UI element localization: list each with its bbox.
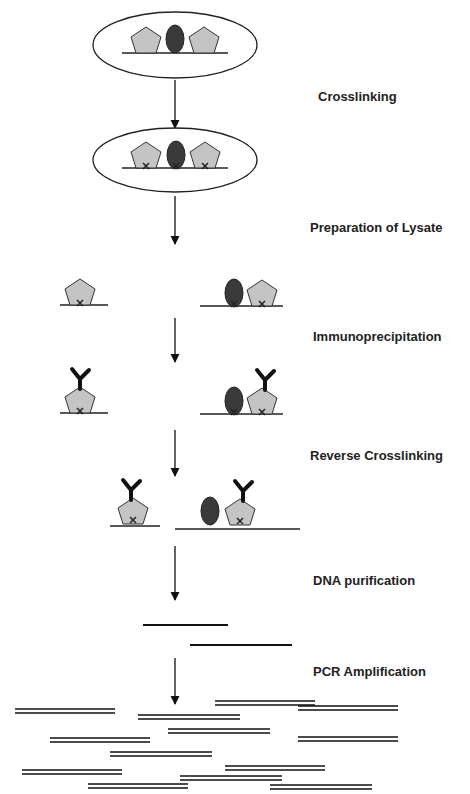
illustration-part (247, 280, 277, 306)
illustration-part (225, 279, 243, 307)
illustration-part (15, 708, 115, 710)
illustration-part (143, 624, 228, 626)
illustration-part (231, 409, 237, 415)
illustration-part (166, 25, 184, 53)
illustration-part (143, 163, 149, 169)
illustration-part (257, 370, 274, 390)
illustration-part (50, 741, 150, 743)
illustration-part (175, 528, 300, 530)
pcr-products (15, 701, 398, 789)
illustration-part (72, 369, 89, 389)
lysate-fragments (60, 279, 283, 307)
illustration-part (65, 279, 95, 305)
illustration-part (189, 27, 219, 53)
illustration-part (190, 644, 292, 646)
illustration-part (173, 163, 179, 169)
illustration-part (270, 788, 372, 790)
illustration-part (225, 769, 325, 771)
illustration-part (77, 300, 83, 306)
illustration-part (201, 497, 219, 525)
step-arrow (174, 658, 175, 704)
illustration-part (88, 783, 188, 785)
illustration-part (202, 163, 208, 169)
illustration-part (138, 718, 240, 720)
step-label: DNA purification (313, 573, 415, 588)
illustration-part (138, 714, 240, 716)
reversed-complexes (110, 480, 300, 529)
illustration-part (168, 732, 270, 734)
cell-native (93, 12, 257, 78)
immunoprecipitated-complexes (60, 369, 283, 415)
illustration-part (110, 751, 212, 753)
purified-dna (143, 625, 292, 645)
illustration-part (50, 737, 150, 739)
illustration-part (259, 301, 265, 307)
illustration-part (298, 736, 398, 738)
illustration-part (93, 128, 257, 192)
step-arrow (174, 196, 175, 244)
cell-crosslinked (93, 128, 257, 192)
illustration-part (131, 142, 161, 168)
step-arrow (174, 80, 175, 128)
step-arrow (174, 546, 175, 600)
illustration-part (22, 773, 122, 775)
step-arrow (174, 318, 175, 362)
illustration-part (190, 142, 220, 168)
illustration-part (167, 141, 185, 169)
illustration-part (225, 499, 255, 525)
illustration-part (225, 765, 325, 767)
illustration-part (247, 388, 277, 414)
illustration-part (259, 409, 265, 415)
illustration-part (93, 12, 257, 78)
illustration-part (180, 779, 282, 781)
illustration-part (130, 517, 136, 523)
step-arrow (174, 430, 175, 476)
illustration-part (298, 740, 398, 742)
illustration-part (110, 525, 160, 527)
step-label: Immunoprecipitation (313, 329, 442, 344)
illustration-part (123, 480, 140, 500)
illustration-part (298, 709, 398, 711)
step-label: PCR Amplification (313, 664, 426, 679)
illustration-part (180, 775, 282, 777)
illustration-part (237, 518, 243, 524)
illustration-part (298, 705, 398, 707)
illustration-part (215, 700, 315, 702)
illustration-part (168, 728, 270, 730)
step-label: Reverse Crosslinking (310, 448, 443, 463)
illustration-part (131, 27, 161, 53)
illustration-part (231, 301, 237, 307)
illustration-part (118, 498, 148, 524)
step-label: Preparation of Lysate (310, 220, 442, 235)
illustration-part (225, 387, 243, 415)
illustration-part (88, 787, 188, 789)
illustration-part (110, 755, 212, 757)
step-label: Crosslinking (318, 89, 397, 104)
illustration-part (22, 769, 122, 771)
illustration-part (77, 408, 83, 414)
illustration-part (15, 712, 115, 714)
illustration-part (270, 784, 372, 786)
illustration-part (235, 481, 252, 501)
